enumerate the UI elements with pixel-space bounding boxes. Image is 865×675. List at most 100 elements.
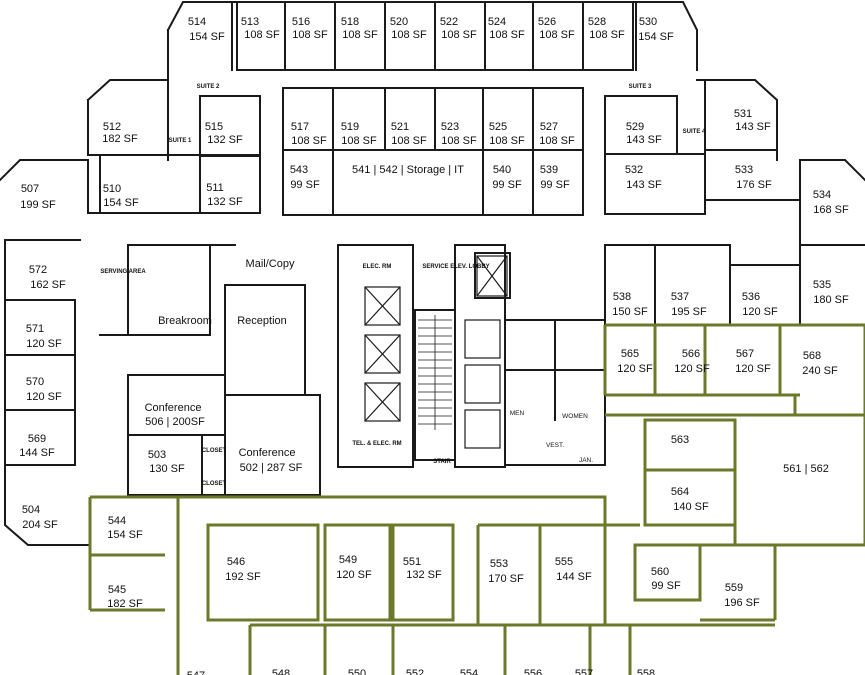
room-515-area: 132 SF [207, 134, 243, 146]
room-565-number: 565 [621, 348, 639, 360]
vestibule-label: VEST. [546, 442, 564, 449]
room-566-area: 120 SF [674, 363, 710, 375]
room-560-number: 560 [651, 566, 669, 578]
room-543-number: 543 [290, 164, 308, 176]
room-507-area: 199 SF [20, 199, 56, 211]
room-532-number: 532 [625, 164, 643, 176]
room-516-area: 108 SF [292, 29, 328, 41]
room-546-number: 546 [227, 556, 245, 568]
room-559-area: 196 SF [724, 597, 760, 609]
room-531-number: 531 [734, 108, 752, 120]
room-527-area: 108 SF [539, 135, 575, 147]
room-555-number: 555 [555, 556, 573, 568]
room-570-number: 570 [26, 376, 44, 388]
conference-506-title: Conference [145, 402, 202, 414]
room-536-number: 536 [742, 291, 760, 303]
room-566-number: 566 [682, 348, 700, 360]
reception-label: Reception [237, 315, 287, 327]
room-526-area: 108 SF [539, 29, 575, 41]
room-567-area: 120 SF [735, 363, 771, 375]
room-572-area: 162 SF [30, 279, 66, 291]
room-565-area: 120 SF [617, 363, 653, 375]
room-569-number: 569 [28, 433, 46, 445]
room-504-area: 204 SF [22, 519, 58, 531]
room-517-area: 108 SF [291, 135, 327, 147]
room-533-number: 533 [735, 164, 753, 176]
room-530-area: 154 SF [638, 31, 674, 43]
room-539-number: 539 [540, 164, 558, 176]
room-527-number: 527 [540, 121, 558, 133]
room-551-area: 132 SF [406, 569, 442, 581]
room-552-number: 552 [406, 668, 424, 675]
room-531-area: 143 SF [735, 121, 771, 133]
room-516-number: 516 [292, 16, 310, 28]
room-547-number: 547 [187, 670, 205, 675]
storage-it-label: 541 | 542 | Storage | IT [352, 164, 464, 176]
womens-room-label: WOMEN [562, 413, 588, 420]
room-526-number: 526 [538, 16, 556, 28]
room-511-area: 132 SF [207, 196, 243, 208]
room-543-area: 99 SF [290, 179, 320, 191]
room-533-area: 176 SF [736, 179, 772, 191]
room-532-area: 143 SF [626, 179, 662, 191]
elec-rm-label: ELEC. RM [363, 264, 392, 270]
conference-506-sub: 506 | 200SF [145, 416, 205, 428]
room-544-area: 154 SF [107, 529, 143, 541]
room-518-area: 108 SF [342, 29, 378, 41]
room-504-number: 504 [22, 504, 40, 516]
small-labels: SUITE 1 SUITE 2 SUITE 3 SUITE 4 SERVING … [100, 84, 706, 487]
facility-labels: Mail/Copy Breakroom Reception Conference… [145, 258, 594, 474]
room-514-number: 514 [188, 16, 206, 28]
room-560-area: 99 SF [651, 580, 681, 592]
room-549-number: 549 [339, 554, 357, 566]
conference-502-title: Conference [239, 447, 296, 459]
room-529-number: 529 [626, 121, 644, 133]
room-537-area: 195 SF [671, 306, 707, 318]
room-538-area: 150 SF [612, 306, 648, 318]
room-558-number: 558 [637, 668, 655, 675]
room-564-number: 564 [671, 486, 689, 498]
room-553-number: 553 [490, 558, 508, 570]
room-534-area: 168 SF [813, 204, 849, 216]
room-519-number: 519 [341, 121, 359, 133]
suite-2-label: SUITE 2 [197, 84, 220, 90]
room-labels: 514 154 SF 513 108 SF 516 108 SF 518 108… [19, 16, 849, 675]
room-537-number: 537 [671, 291, 689, 303]
room-520-area: 108 SF [391, 29, 427, 41]
room-524-area: 108 SF [489, 29, 525, 41]
room-568-number: 568 [803, 350, 821, 362]
stair-symbol [418, 315, 452, 430]
room-512-area: 182 SF [102, 133, 138, 145]
room-522-area: 108 SF [441, 29, 477, 41]
room-572-number: 572 [29, 264, 47, 276]
room-507-number: 507 [21, 183, 39, 195]
room-510-number: 510 [103, 183, 121, 195]
conference-502-sub: 502 | 287 SF [240, 462, 303, 474]
walls-layer [0, 1, 865, 546]
suite-3-label: SUITE 3 [629, 84, 652, 90]
room-540-area: 99 SF [492, 179, 522, 191]
closet-label-1: CLOSET [202, 448, 227, 454]
room-538-number: 538 [613, 291, 631, 303]
room-515-number: 515 [205, 121, 223, 133]
room-528-number: 528 [588, 16, 606, 28]
room-503-area: 130 SF [149, 463, 185, 475]
room-530-number: 530 [639, 16, 657, 28]
room-517-number: 517 [291, 121, 309, 133]
room-511-number: 511 [206, 182, 224, 194]
closet-label-2: CLOSET [202, 481, 227, 487]
room-557-number: 557 [575, 668, 593, 675]
room-568-area: 240 SF [802, 365, 838, 377]
room-520-number: 520 [390, 16, 408, 28]
room-549-area: 120 SF [336, 569, 372, 581]
room-513-area: 108 SF [244, 29, 280, 41]
room-510-area: 154 SF [103, 197, 139, 209]
janitor-label: JAN. [579, 457, 593, 464]
room-535-area: 180 SF [813, 294, 849, 306]
room-525-area: 108 SF [489, 135, 525, 147]
room-553-area: 170 SF [488, 573, 524, 585]
room-570-area: 120 SF [26, 391, 62, 403]
room-503-number: 503 [148, 449, 166, 461]
